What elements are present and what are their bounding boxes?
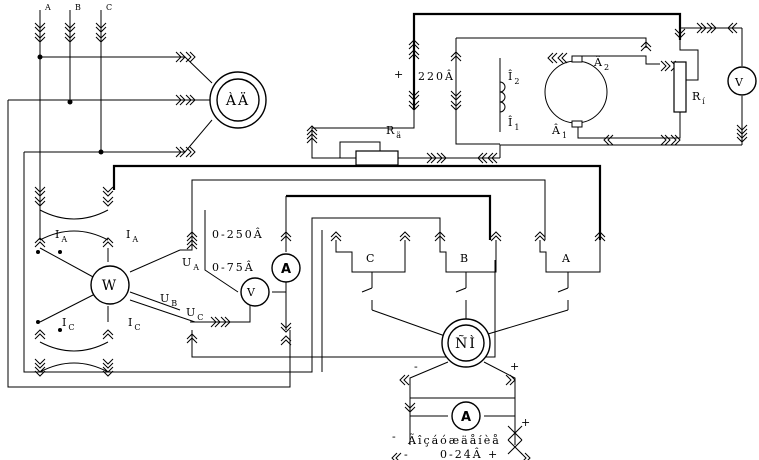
- wattmeter-wiring: [36, 179, 546, 358]
- voltmeter-ac-label: V: [246, 286, 257, 299]
- rheostat-label: Rä: [386, 124, 403, 140]
- field-o2-label: Î2: [508, 69, 521, 86]
- ammeter-dc-label: A: [461, 410, 471, 425]
- generator-label: ÀÄ: [225, 91, 250, 109]
- generator-symbol: [209, 71, 267, 129]
- voltmeter-dc-symbol: [727, 66, 757, 96]
- ammeter-range: 0-250Â: [212, 227, 264, 241]
- armature-b1-label: Â1: [551, 123, 569, 140]
- switch-assembly: [330, 231, 606, 337]
- current-ia-label: IA: [55, 228, 69, 244]
- phase-a-label: A: [44, 3, 51, 12]
- excitation-supply: [391, 361, 531, 460]
- voltage-uc-label: UC: [186, 306, 205, 322]
- switch-b-label: B: [460, 252, 470, 265]
- load-resistor-label: Rí: [692, 90, 707, 106]
- voltmeter-range: 0-75Â: [212, 260, 255, 274]
- phase-b-label: B: [75, 3, 81, 12]
- current-ic-label: IC: [62, 316, 76, 332]
- switch-a-label: A: [561, 252, 572, 265]
- ammeter-dc-symbol: [451, 401, 481, 431]
- supply-plus-top: +: [521, 416, 532, 429]
- supply-plus-2: +: [488, 448, 499, 460]
- wattmeter-label: W: [102, 278, 118, 294]
- generator-feed: [8, 51, 213, 158]
- ammeter-symbol: [271, 253, 301, 283]
- voltmeter-dc-label: V: [734, 76, 745, 89]
- current-ia-label-2: IA: [126, 228, 140, 244]
- left-return-wiring: [7, 100, 441, 388]
- switch-c-label: C: [366, 252, 376, 265]
- supply-voltage: 220Â: [418, 69, 455, 83]
- supply-caption: Ãîçáóæäåíèå: [407, 433, 501, 447]
- field-o1-label: Î1: [508, 115, 521, 132]
- supply-range: 0-24Â: [440, 447, 483, 460]
- voltage-ub-label: UB: [160, 292, 179, 308]
- three-phase-supply: [34, 10, 107, 240]
- current-ic-label-2: IC: [128, 316, 142, 332]
- dc-circuit: [306, 12, 748, 166]
- main-bus: [112, 164, 602, 240]
- supply-plus-sign: +: [394, 68, 405, 81]
- phase-c-label: C: [106, 3, 112, 12]
- supply-minus-2: -: [404, 448, 410, 460]
- motor-minus: -: [414, 360, 420, 373]
- voltmeter-symbol: [240, 277, 270, 307]
- armature-b2-label: Â2: [593, 55, 611, 72]
- motor-plus: +: [510, 360, 521, 373]
- supply-minus: -: [392, 430, 398, 443]
- voltage-ua-label: UA: [182, 256, 201, 272]
- motor-symbol: [441, 318, 491, 368]
- ammeter-ac-label: A: [281, 262, 291, 277]
- wattmeter-symbol: [90, 265, 130, 305]
- meter-wiring: [204, 194, 492, 346]
- motor-label: ÑÌ: [455, 334, 477, 352]
